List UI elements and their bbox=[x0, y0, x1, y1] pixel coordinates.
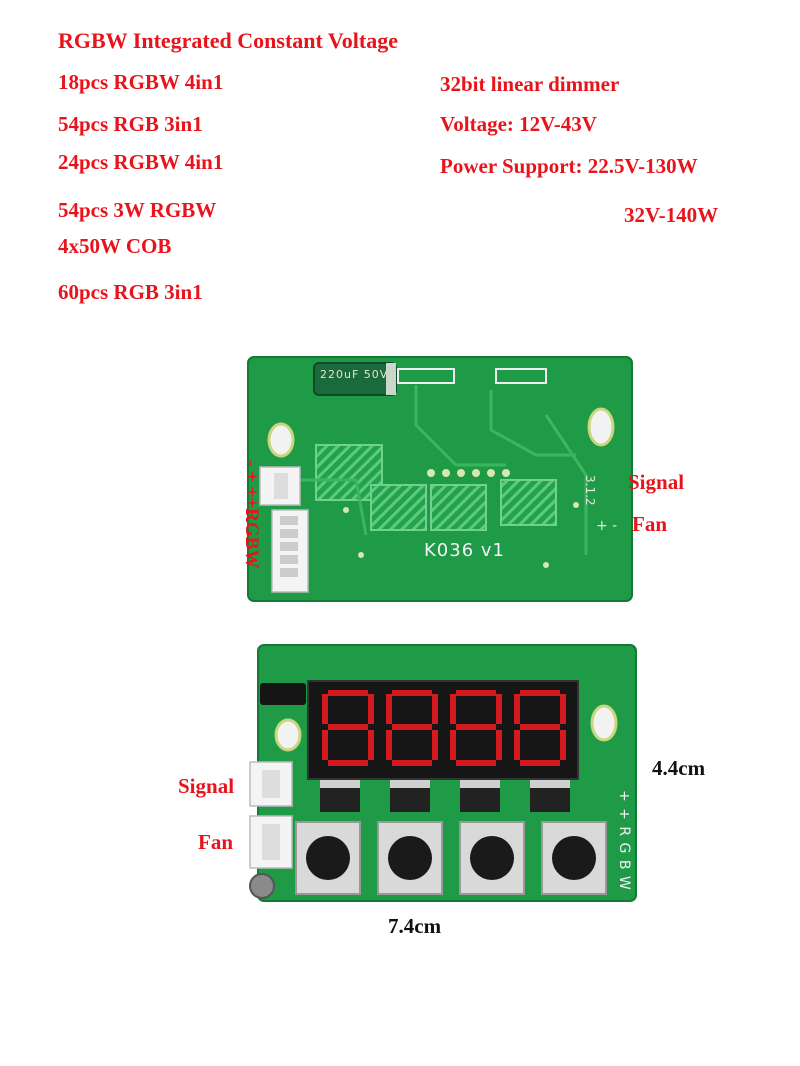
digit bbox=[386, 690, 438, 766]
bottom-side-silkscreen: + + R G B W bbox=[616, 790, 632, 891]
power-spec: Power Support: 22.5V-130W bbox=[440, 154, 698, 178]
svg-text:+ -: + - bbox=[596, 518, 617, 534]
voltage-spec: Voltage: 12V-43V bbox=[440, 112, 597, 136]
power-spec-2: 32V-140W bbox=[624, 203, 719, 227]
height-dimension: 4.4cm bbox=[652, 756, 706, 780]
width-dimension: 7.4cm bbox=[388, 914, 442, 938]
heading: RGBW Integrated Constant Voltage bbox=[58, 28, 399, 53]
bottom-board-components bbox=[249, 761, 570, 899]
top-signal-label: Signal bbox=[628, 470, 685, 494]
top-connector-label: - + ++RGBW bbox=[241, 460, 262, 569]
bottom-fan-label: Fan bbox=[198, 830, 234, 854]
spec-item: 4x50W COB bbox=[58, 234, 172, 258]
tactile-button bbox=[377, 821, 443, 895]
spec-item: 18pcs RGBW 4in1 bbox=[58, 70, 224, 94]
top-pcb-board: 3.1.2 + - bbox=[247, 356, 633, 602]
seven-segment-display bbox=[322, 690, 566, 766]
top-fan-label: Fan bbox=[632, 512, 668, 536]
tactile-button bbox=[541, 821, 607, 895]
model-silkscreen: K036 v1 bbox=[424, 540, 505, 561]
spec-item: 24pcs RGBW 4in1 bbox=[58, 150, 224, 174]
button-row bbox=[295, 821, 607, 895]
dimmer-spec: 32bit linear dimmer bbox=[440, 72, 620, 96]
spec-item: 54pcs RGB 3in1 bbox=[58, 112, 203, 136]
digit bbox=[450, 690, 502, 766]
spec-item: 54pcs 3W RGBW bbox=[58, 198, 217, 222]
spec-item: 60pcs RGB 3in1 bbox=[58, 280, 203, 304]
capacitor-silkscreen: 220uF 50V bbox=[320, 368, 389, 381]
digit bbox=[322, 690, 374, 766]
bottom-signal-label: Signal bbox=[178, 774, 235, 798]
digit bbox=[514, 690, 566, 766]
tactile-button bbox=[295, 821, 361, 895]
svg-text:3.1.2: 3.1.2 bbox=[583, 475, 597, 506]
tactile-button bbox=[459, 821, 525, 895]
